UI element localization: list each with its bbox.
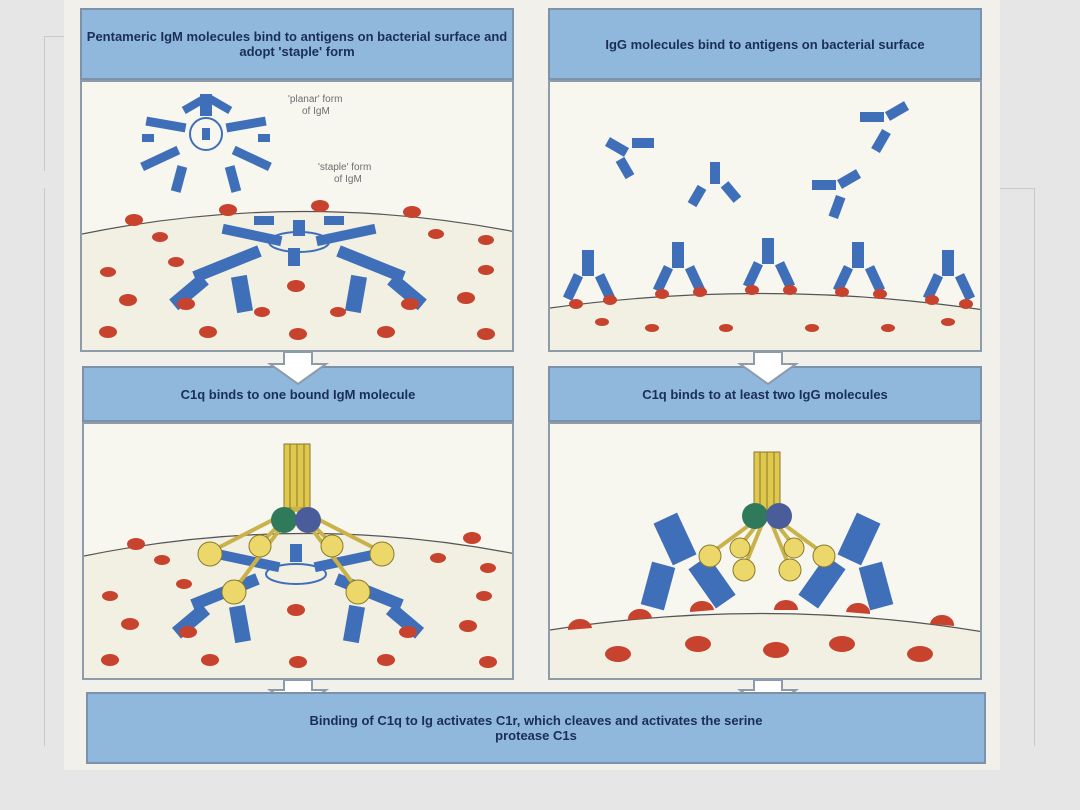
free-igg-icons (604, 101, 910, 220)
igg-binding-illustration (550, 101, 980, 350)
header-mid-left: C1q binds to one bound IgM molecule (82, 366, 514, 422)
igm-binding-illustration: 'planar' form of IgM 'staple' form of Ig… (82, 94, 512, 350)
antigen-dots (569, 285, 973, 332)
planar-igm-icon (140, 94, 272, 193)
bound-igg-icons (640, 512, 894, 611)
slide-line-right-horizontal (1000, 188, 1035, 189)
panel-c1q-igg (548, 422, 982, 680)
bound-igg-icons (562, 238, 976, 301)
complement-activation-figure: Pentameric IgM molecules bind to antigen… (64, 0, 1000, 770)
header-bottom-text: Binding of C1q to Ig activates C1r, whic… (309, 713, 763, 743)
antigen-dots (99, 200, 495, 340)
slide-line-top-left-vertical (44, 36, 45, 171)
c1q-igm-illustration (84, 443, 512, 678)
staple-label-line1: 'staple' form (318, 162, 371, 173)
c1q-complex-icon (197, 443, 395, 605)
header-top-left: Pentameric IgM molecules bind to antigen… (80, 8, 514, 80)
planar-label-line1: 'planar' form (288, 94, 342, 105)
planar-label-line2: of IgM (302, 106, 330, 117)
antigen-dots (567, 600, 955, 662)
antigen-dots (101, 532, 497, 668)
header-top-left-text: Pentameric IgM molecules bind to antigen… (86, 29, 508, 59)
c1q-complex-icon (698, 451, 836, 582)
header-top-right: IgG molecules bind to antigens on bacter… (548, 8, 982, 80)
slide-line-top-left-horizontal (44, 36, 66, 37)
header-mid-right-text: C1q binds to at least two IgG molecules (642, 386, 888, 402)
slide-line-bottom-left-vertical (44, 188, 45, 746)
header-bottom: Binding of C1q to Ig activates C1r, whic… (86, 692, 986, 764)
panel-igg-binding (548, 80, 982, 352)
header-mid-right: C1q binds to at least two IgG molecules (548, 366, 982, 422)
header-top-right-text: IgG molecules bind to antigens on bacter… (605, 36, 925, 52)
staple-label-line2: of IgM (334, 174, 362, 185)
c1q-igg-illustration (550, 451, 980, 678)
panel-igm-binding: 'planar' form of IgM 'staple' form of Ig… (80, 80, 514, 352)
header-mid-left-text: C1q binds to one bound IgM molecule (180, 386, 416, 402)
staple-igm-icon (169, 216, 427, 314)
panel-c1q-igm (82, 422, 514, 680)
slide-line-right-vertical (1034, 188, 1035, 746)
